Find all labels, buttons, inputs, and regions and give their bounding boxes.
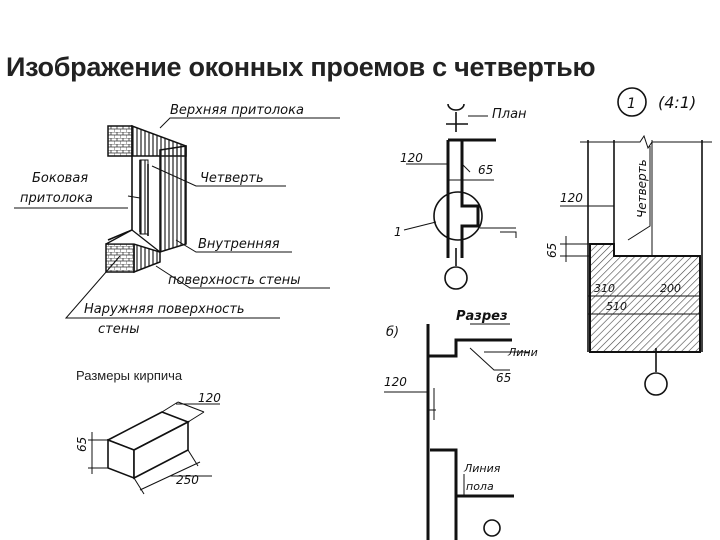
label-inner-surface-2: поверхность стены [168, 273, 301, 288]
brick-drawing [88, 401, 220, 495]
window-opening-3d [14, 117, 340, 319]
plan-dim-120: 120 [400, 151, 423, 165]
section-letter: б) [386, 325, 399, 340]
section-dim-120: 120 [384, 375, 407, 389]
label-upper-lintel: Верхняя притолока [170, 103, 304, 118]
detail-number: 1 [627, 96, 636, 112]
detail-scale: (4:1) [658, 93, 696, 112]
brick-dim-length: 250 [176, 473, 199, 487]
label-inner-surface-1: Внутренняя [198, 237, 280, 252]
detail-drawing [560, 87, 712, 396]
brick-caption: Размеры кирпича [76, 368, 183, 383]
label-side-lintel-2: притолока [20, 191, 93, 206]
section-dim-65: 65 [496, 371, 511, 385]
detail-dim-310: 310 [594, 282, 615, 295]
plan-title: План [492, 107, 527, 122]
plan-callout: 1 [394, 225, 402, 239]
detail-quarter: Четверть [635, 159, 649, 218]
section-floor-line-2: пола [466, 480, 494, 493]
detail-dim-65: 65 [545, 243, 559, 258]
brick-dim-width: 120 [198, 391, 221, 405]
section-title: Разрез [456, 309, 508, 324]
section-line-label: Лини [507, 346, 538, 359]
section-drawing [384, 323, 530, 540]
section-floor-line-1: Линия [463, 462, 501, 475]
slide-title: Изображение оконных проемов с четвертью [6, 52, 596, 82]
detail-dim-200: 200 [660, 282, 681, 295]
brick-dim-height: 65 [75, 437, 89, 452]
label-side-lintel-1: Боковая [32, 171, 88, 186]
detail-dim-510: 510 [606, 300, 627, 313]
detail-dim-120: 120 [560, 191, 583, 205]
label-outer-surface-1: Наружняя поверхность [84, 302, 245, 317]
plan-dim-65: 65 [478, 163, 493, 177]
label-quarter: Четверть [200, 171, 264, 186]
label-outer-surface-2: стены [98, 322, 139, 337]
plan-drawing [403, 103, 517, 290]
